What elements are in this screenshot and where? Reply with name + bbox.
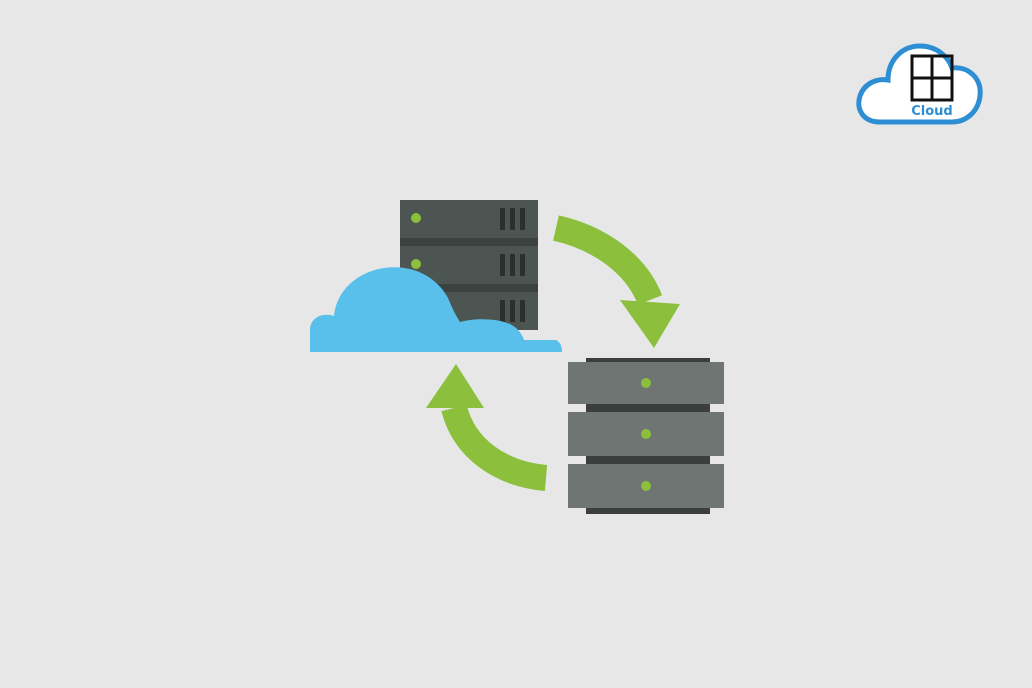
status-led — [411, 259, 421, 269]
logo-cloud-outline — [856, 43, 983, 125]
cloud-logo-icon: Cloud — [856, 43, 983, 125]
database-server-icon — [568, 358, 724, 514]
logo-mark — [910, 54, 954, 102]
logo-mark-cell — [914, 58, 930, 76]
status-led — [641, 378, 651, 388]
status-led — [641, 429, 651, 439]
logo-mark-cell — [934, 80, 950, 98]
vent-slots — [500, 208, 525, 322]
status-led — [641, 481, 651, 491]
status-led — [411, 213, 421, 223]
logo-label: Cloud — [911, 104, 953, 119]
sync-arrow-icon — [552, 215, 680, 348]
cloud-icon — [310, 267, 562, 352]
sync-arrow-icon — [426, 364, 548, 491]
